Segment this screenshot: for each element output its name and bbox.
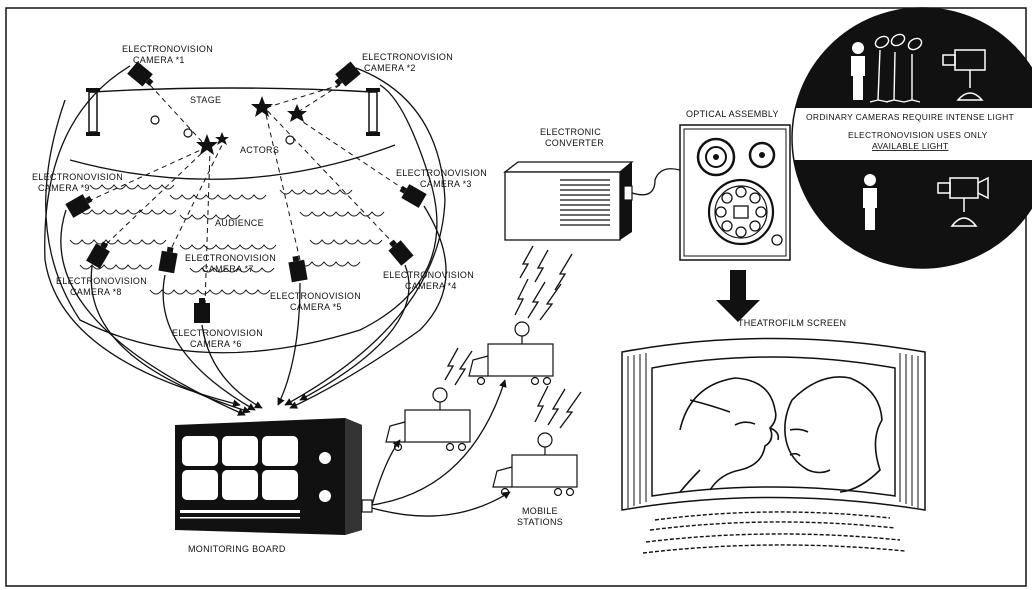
screen-seat-rows: [642, 511, 906, 554]
camera-2-label-line1: ELECTRONOVISION: [362, 52, 453, 62]
camera-4-label-line2: CAMERA *4: [405, 281, 457, 291]
ordinary-camera-icon: [942, 49, 986, 101]
converter-label-line1: ELECTRONIC: [540, 127, 601, 137]
camera-4-icon: [388, 239, 414, 266]
optical-assembly-label: OPTICAL ASSEMBLY: [686, 109, 779, 119]
converter-vents: [560, 179, 610, 226]
camera-9-label-line2: CAMERA *9: [38, 183, 90, 193]
right-pillar: [366, 88, 380, 136]
stage-front: [69, 144, 396, 180]
camera-1-label-line2: CAMERA *1: [133, 55, 185, 65]
stage-edge: [91, 87, 373, 93]
camera-9-icon: [65, 194, 93, 218]
electronovision-camera-icon: [937, 176, 989, 227]
camera-3-icon: [399, 184, 427, 208]
camera-7-label-line1: ELECTRONOVISION: [185, 253, 276, 263]
monitor-screens: [182, 436, 298, 500]
mobile-stations-label-line1: MOBILE: [522, 506, 558, 516]
screen-label: THEATROFILM SCREEN: [738, 318, 846, 328]
curtains: [627, 353, 919, 508]
camera-2-icon: [334, 61, 361, 87]
theater-boundary: [45, 84, 438, 354]
camera-6-label-line1: ELECTRONOVISION: [172, 328, 263, 338]
camera-cables: [44, 65, 447, 416]
electronovision-scene: [863, 174, 989, 230]
actor-stars: [196, 96, 307, 155]
camera-5-icon: [288, 255, 308, 283]
camera-9-label-line1: ELECTRONOVISION: [32, 172, 123, 182]
truck-1: [385, 387, 471, 452]
lighting-comparison: ORDINARY CAMERAS REQUIRE INTENSE LIGHT E…: [791, 7, 1032, 269]
audience-seats: [69, 184, 385, 295]
electronovision-caption-line1: ELECTRONOVISION USES ONLY: [848, 130, 988, 140]
kissing-faces-image: [679, 376, 883, 493]
truck-3: [492, 432, 578, 497]
truck-2: [468, 321, 554, 386]
camera-7-icon: [158, 246, 178, 274]
electronovision-caption-line2: AVAILABLE LIGHT: [872, 141, 948, 151]
converter-label-line2: CONVERTER: [545, 138, 604, 148]
converter-signals: [519, 245, 573, 291]
down-arrow-icon: [716, 270, 760, 322]
lens-turret: [715, 186, 767, 238]
camera-2-label-line2: CAMERA *2: [364, 63, 416, 73]
camera-1-icon: [127, 61, 154, 87]
ordinary-cameras-caption: ORDINARY CAMERAS REQUIRE INTENSE LIGHT: [806, 112, 1014, 122]
camera-8-label-line2: CAMERA *8: [70, 287, 122, 297]
left-pillar: [86, 88, 100, 136]
camera-8-label-line1: ELECTRONOVISION: [56, 276, 147, 286]
audience-label: AUDIENCE: [215, 218, 264, 228]
camera-6-icon: [194, 298, 210, 323]
mobile-stations-label-line2: STATIONS: [517, 517, 563, 527]
actors-label: ACTORS: [240, 145, 279, 155]
station-cables: [371, 379, 511, 517]
sight-lines: [79, 84, 406, 306]
camera-5-label-line1: ELECTRONOVISION: [270, 291, 361, 301]
diagram-frame: [5, 7, 1027, 587]
signal-bolts: [444, 278, 582, 429]
camera-5-label-line2: CAMERA *5: [290, 302, 342, 312]
theater: STAGE ACTORS AUDIENCE: [45, 84, 438, 354]
theatrofilm-screen: [621, 337, 926, 554]
stage-label: STAGE: [190, 95, 221, 105]
ordinary-camera-scene: [851, 33, 986, 103]
camera-4-label-line1: ELECTRONOVISION: [383, 270, 474, 280]
electronic-converter: [503, 161, 681, 291]
camera-6-label-line2: CAMERA *6: [190, 339, 242, 349]
mobile-stations: [371, 278, 582, 517]
cameras: [65, 61, 427, 323]
camera-1-label-line1: ELECTRONOVISION: [122, 44, 213, 54]
camera-8-icon: [86, 241, 110, 269]
camera-3-label-line2: CAMERA *3: [420, 179, 472, 189]
monitoring-board-label: MONITORING BOARD: [188, 544, 286, 554]
monitoring-board: MONITORING BOARD: [175, 418, 373, 554]
camera-7-label-line2: CAMERA *7: [202, 264, 254, 274]
stage-props: [150, 115, 295, 145]
optical-assembly: [679, 124, 791, 261]
flood-lights-icon: [869, 33, 923, 103]
